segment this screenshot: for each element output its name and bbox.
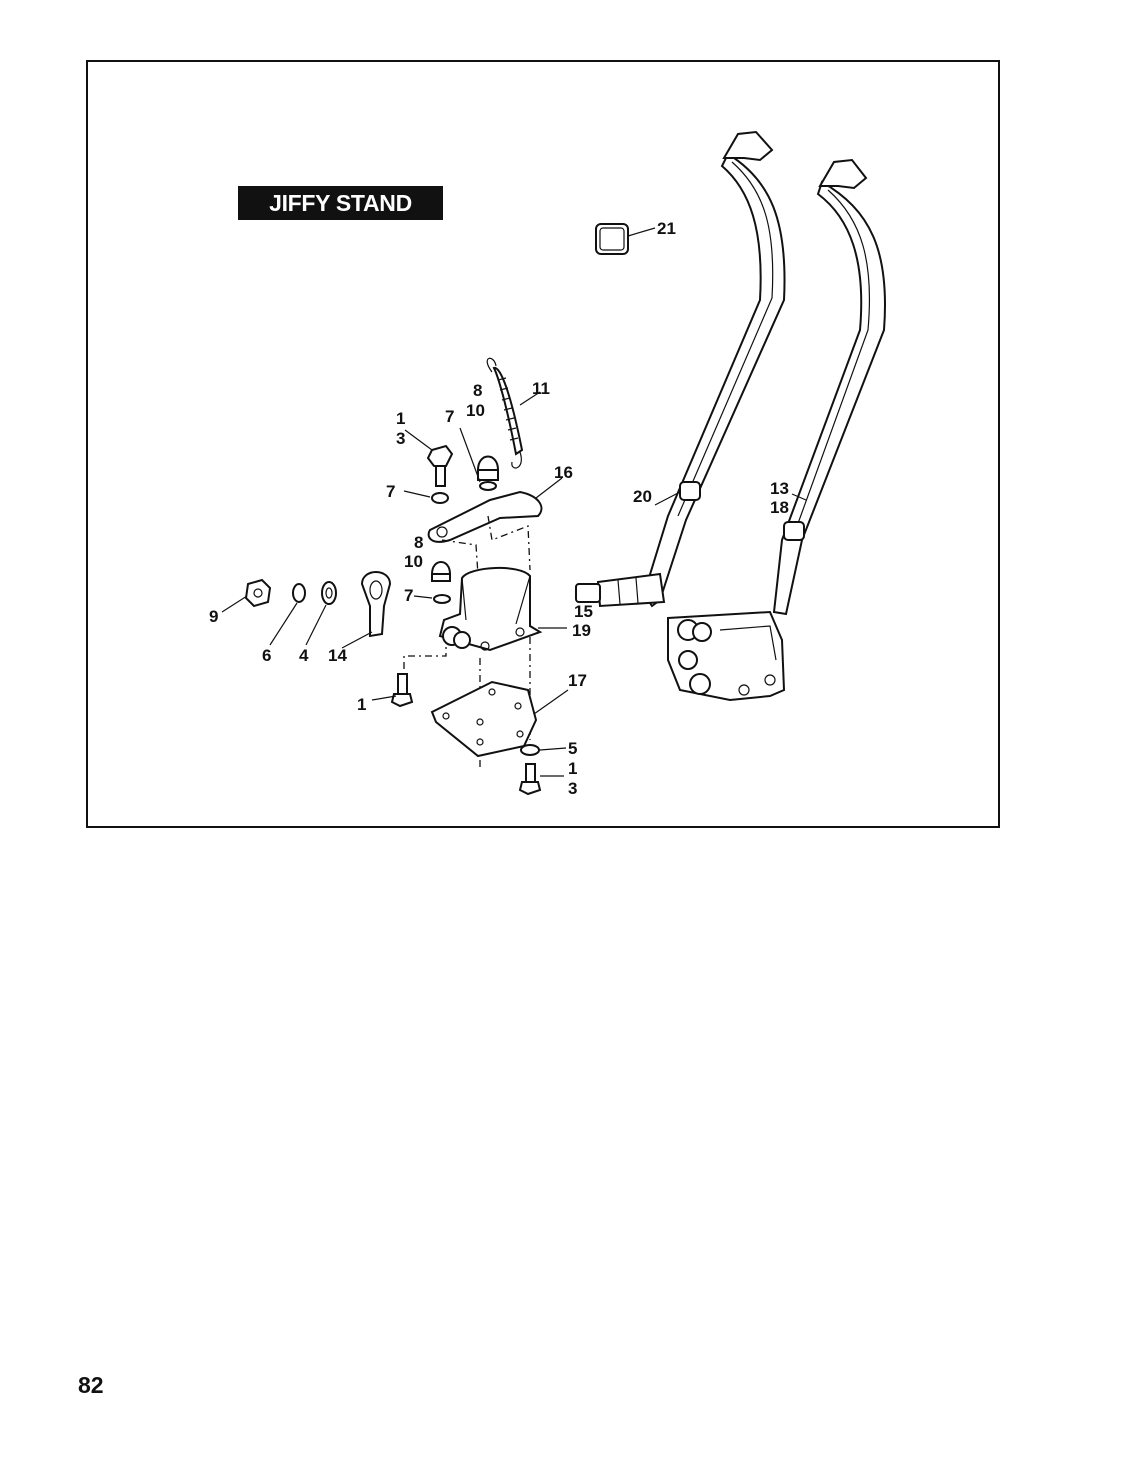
callout-10: 10: [466, 401, 485, 420]
callout-3: 3: [568, 779, 577, 798]
callout-1: 1: [396, 409, 405, 428]
callout-7: 7: [404, 586, 413, 605]
callout-6: 6: [262, 646, 271, 665]
callout-19: 19: [572, 621, 591, 640]
callout-8: 8: [473, 381, 482, 400]
bolt-bottom-part: [518, 744, 567, 796]
bolt-lower-left-part: [371, 673, 414, 708]
mounting-plate-part: [430, 680, 569, 758]
side-hardware-parts: [221, 571, 392, 649]
callout-17: 17: [568, 671, 587, 690]
callout-labels: 21 8 11 10 1 3 7 7 16 20 13 18 8 10 7 9 …: [209, 219, 789, 798]
callout-15: 15: [574, 602, 593, 621]
callout-14: 14: [328, 646, 347, 665]
callout-10: 10: [404, 552, 423, 571]
figure-frame: [86, 60, 1000, 828]
section-title: JIFFY STAND: [238, 186, 443, 220]
callout-4: 4: [299, 646, 309, 665]
bracket-part: [427, 477, 563, 543]
callout-1: 1: [357, 695, 366, 714]
rubber-pad-part: [595, 223, 656, 255]
acorn-nut-upper-part: [459, 427, 500, 491]
callout-9: 9: [209, 607, 218, 626]
callout-16: 16: [554, 463, 573, 482]
acorn-nut-lower-part: [413, 561, 452, 604]
callout-13: 13: [770, 479, 789, 498]
callout-18: 18: [770, 498, 789, 517]
callout-8: 8: [414, 533, 423, 552]
callout-5: 5: [568, 739, 577, 758]
callout-11: 11: [532, 379, 550, 398]
callout-7: 7: [445, 407, 454, 426]
spring-part: [486, 357, 541, 469]
callout-21: 21: [657, 219, 676, 238]
callout-7: 7: [386, 482, 395, 501]
stand-leg-front: [575, 130, 786, 608]
stand-housing-part: [438, 566, 567, 652]
callout-1: 1: [568, 759, 577, 778]
page-number: 82: [78, 1372, 104, 1398]
bolt-top-part: [403, 429, 454, 504]
callout-3: 3: [396, 429, 405, 448]
stand-leg-rear-assembly: [667, 158, 886, 702]
callout-20: 20: [633, 487, 652, 506]
